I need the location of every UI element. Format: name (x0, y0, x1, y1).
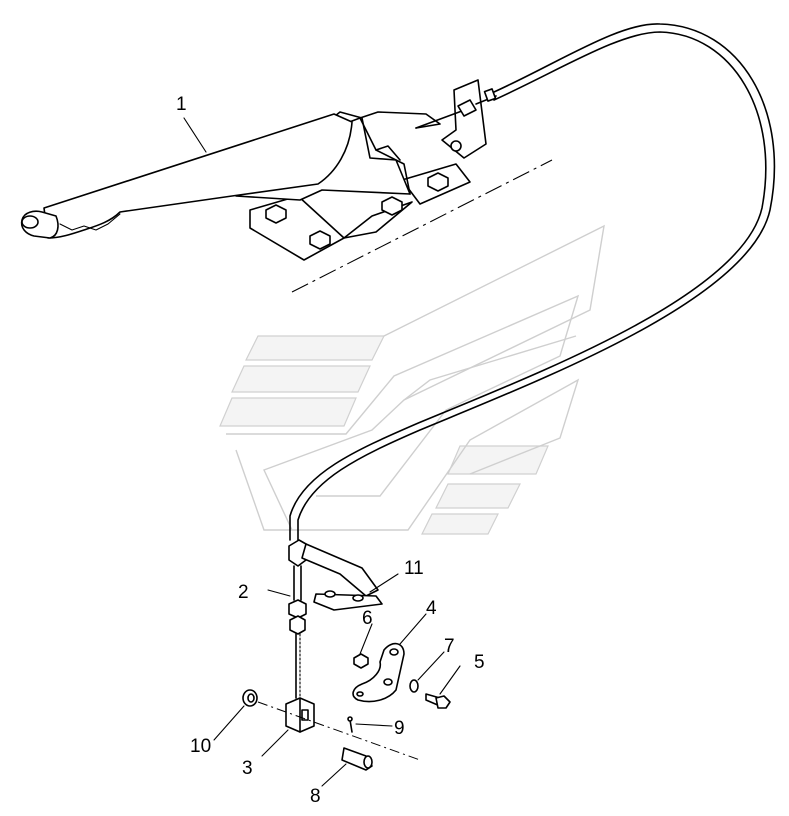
callout-8: 8 (310, 786, 321, 807)
mounting-bolt-icon (265, 172, 449, 250)
frame-centerline (291, 159, 553, 293)
assembly-centerline (257, 701, 421, 761)
callout-10: 10 (190, 736, 211, 757)
callout-3: 3 (242, 758, 253, 779)
callout-1: 1 (176, 94, 187, 115)
watermark-logo (219, 224, 605, 535)
clevis-pin (341, 747, 373, 771)
nut (353, 653, 369, 669)
brake-cable (288, 23, 776, 699)
callout-4: 4 (426, 598, 437, 619)
callout-7: 7 (444, 636, 455, 657)
callout-11: 11 (404, 558, 424, 579)
callout-9: 9 (394, 718, 405, 739)
callout-6: 6 (362, 608, 373, 629)
lever-arm (352, 642, 405, 703)
hand-brake-lever (20, 79, 497, 261)
clevis (285, 697, 315, 733)
lock-washer (409, 679, 419, 693)
cotter-pin (347, 716, 353, 733)
callout-5: 5 (474, 652, 485, 673)
callout-2: 2 (238, 582, 249, 603)
washer (242, 689, 258, 707)
leader-lines (183, 117, 461, 787)
bolt (425, 693, 451, 709)
cable-support-bracket (301, 543, 383, 611)
